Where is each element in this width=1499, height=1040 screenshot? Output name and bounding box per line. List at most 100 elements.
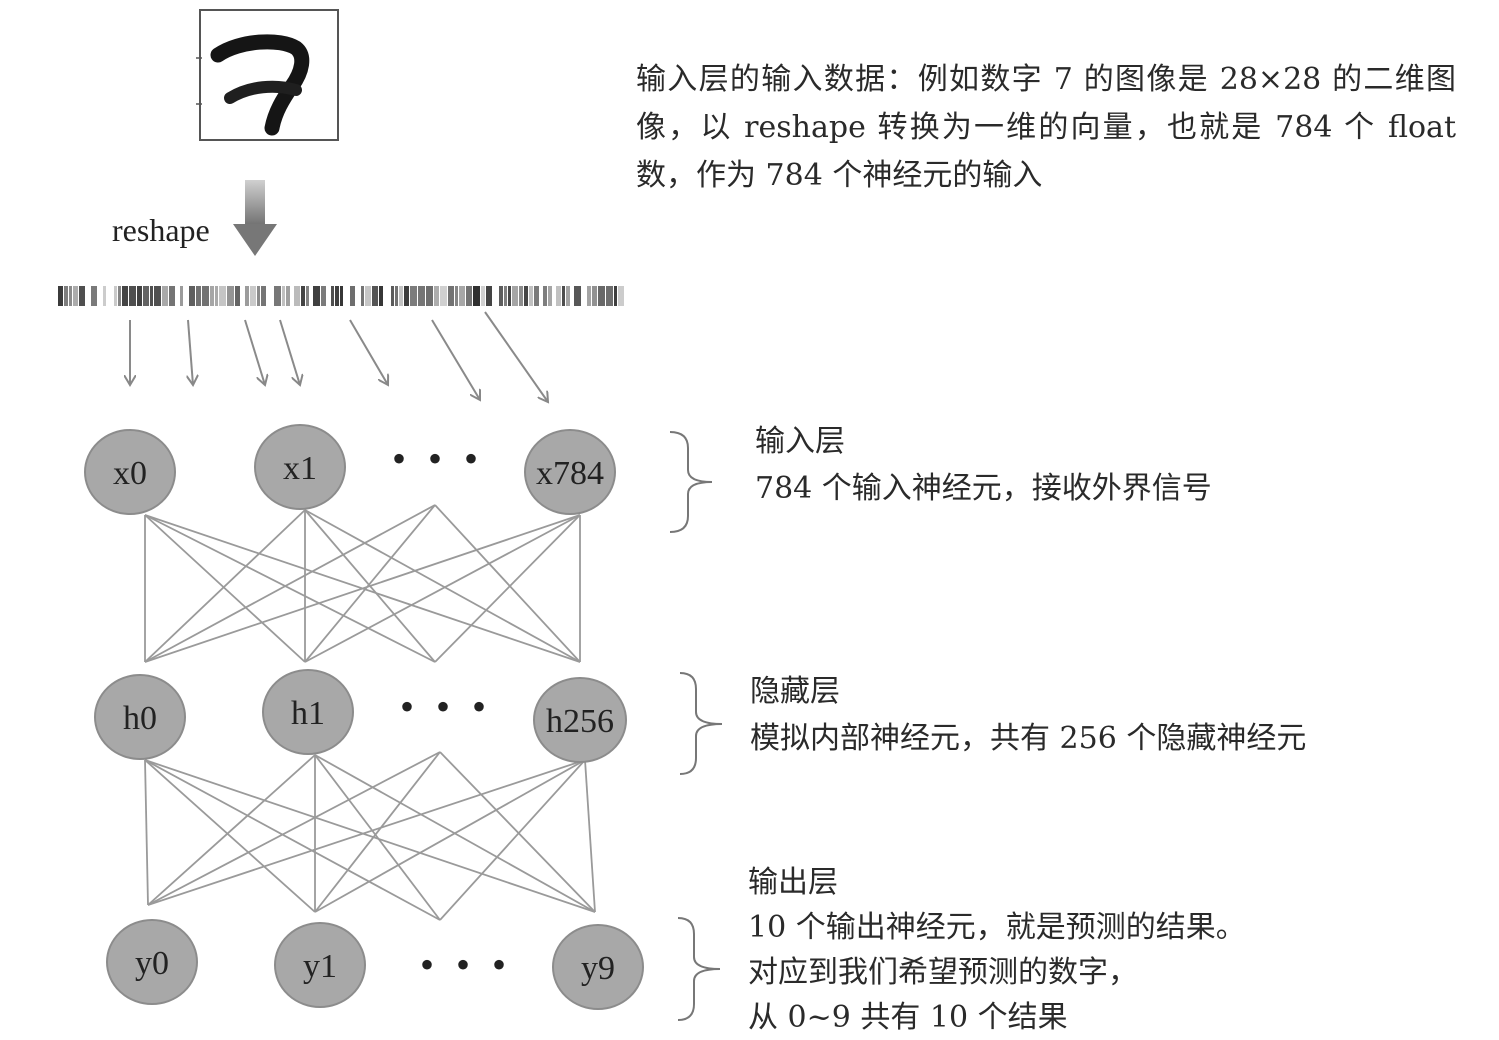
pixel-bar	[257, 286, 260, 306]
pixel-bar	[282, 286, 285, 306]
pixel-bar	[592, 286, 597, 306]
pixel-bar	[519, 286, 523, 306]
pixel-bar	[404, 286, 409, 306]
pixel-bar	[379, 286, 383, 306]
pixel-bar	[79, 286, 85, 306]
input-layer: x0 x1 • • • x784	[84, 424, 616, 515]
pixel-vector-strip	[58, 286, 624, 306]
node-y0: y0	[106, 919, 198, 1005]
pixel-bar	[286, 286, 290, 306]
hidden-layer-description: 隐藏层 模拟内部神经元，共有 256 个隐藏神经元	[750, 668, 1306, 762]
pixel-bar	[64, 286, 68, 306]
node-x784: x784	[524, 429, 616, 515]
pixel-bar	[313, 286, 320, 306]
pixel-bar	[399, 286, 403, 306]
input-ellipsis: • • •	[392, 436, 484, 481]
hidden-layer-text: 模拟内部神经元，共有 256 个隐藏神经元	[750, 721, 1307, 756]
pixel-bar	[69, 286, 72, 306]
pixel-bar	[448, 286, 454, 306]
node-label: y1	[303, 948, 337, 985]
pixel-bar	[154, 286, 161, 306]
pixel-bar	[227, 286, 234, 306]
pixel-bar	[122, 286, 128, 306]
hidden-output-connections	[144, 751, 596, 921]
digit-7-image	[196, 9, 339, 141]
pixel-bar	[335, 286, 339, 306]
pixel-bar	[245, 286, 249, 306]
input-layer-title: 输入层	[755, 424, 845, 459]
pixel-bar	[261, 286, 266, 306]
pixel-bar	[508, 286, 511, 306]
node-h0: h0	[94, 674, 186, 760]
pixel-bar	[169, 286, 175, 306]
pixel-bar	[598, 286, 605, 306]
pixel-bar	[473, 286, 480, 306]
pixel-bar	[529, 286, 533, 306]
output-layer-line: 从 0~9 共有 10 个结果	[748, 1000, 1068, 1035]
pixel-bar	[321, 286, 326, 306]
pixel-bar	[331, 286, 334, 306]
pixel-bar	[434, 286, 439, 306]
output-layer-title: 输出层	[748, 865, 838, 900]
node-h1: h1	[262, 669, 354, 755]
pixel-bar	[118, 286, 121, 306]
pixel-bar	[614, 286, 617, 306]
hidden-layer-title: 隐藏层	[750, 674, 840, 709]
pixel-bar	[103, 286, 106, 306]
pixel-bar	[294, 286, 300, 306]
pixel-bar	[114, 286, 117, 306]
pixel-bar	[566, 286, 570, 306]
pixel-bar	[162, 286, 168, 306]
pixel-bar	[306, 286, 309, 306]
hidden-layer: h0 h1 • • • h256	[94, 669, 627, 763]
pixel-bar	[440, 286, 447, 306]
pixel-bar	[459, 286, 465, 306]
pixel-bar	[301, 286, 305, 306]
node-y1: y1	[274, 922, 366, 1008]
pixel-bar	[372, 286, 378, 306]
hidden-bracket	[679, 672, 723, 775]
pixel-bar	[466, 286, 472, 306]
pixel-bar	[143, 286, 149, 306]
input-data-description: 输入层的输入数据：例如数字 7 的图像是 28×28 的二维图像，以 resha…	[636, 62, 1456, 193]
pixel-bar	[455, 286, 458, 306]
pixel-bar	[556, 286, 561, 306]
output-layer-line: 对应到我们希望预测的数字，	[748, 955, 1138, 990]
pixel-bar	[215, 286, 218, 306]
pixel-bar	[562, 286, 565, 306]
node-label: y9	[581, 950, 615, 987]
pixel-bar	[274, 286, 281, 306]
node-y9: y9	[552, 924, 644, 1010]
output-layer: y0 y1 • • • y9	[106, 919, 644, 1010]
pixel-bar	[574, 286, 581, 306]
pixel-bar	[587, 286, 591, 306]
pixel-bar	[235, 286, 240, 306]
output-ellipsis: • • •	[420, 942, 512, 987]
pixel-bar	[73, 286, 78, 306]
input-hidden-connections	[144, 504, 581, 663]
reshape-label: reshape	[112, 212, 210, 248]
node-label: h1	[291, 695, 325, 732]
node-label: h256	[546, 703, 614, 740]
node-label: x1	[283, 450, 317, 487]
node-label: y0	[135, 945, 169, 982]
pixel-bar	[180, 286, 183, 306]
output-layer-description: 输出层 10 个输出神经元，就是预测的结果。 对应到我们希望预测的数字， 从 0…	[748, 860, 1246, 1040]
pixel-bar	[618, 286, 624, 306]
node-x0: x0	[84, 429, 176, 515]
pixel-bar	[129, 286, 136, 306]
pixel-bar	[340, 286, 343, 306]
pixel-bar	[410, 286, 417, 306]
output-bracket	[677, 917, 721, 1021]
pixel-bar	[137, 286, 142, 306]
down-arrow-icon	[233, 180, 277, 256]
input-arrows	[130, 311, 548, 402]
node-h256: h256	[533, 677, 627, 763]
pixel-bar	[365, 286, 371, 306]
pixel-bar	[418, 286, 425, 306]
pixel-bar	[481, 286, 485, 306]
node-x1: x1	[254, 424, 346, 510]
input-layer-description: 输入层 784 个输入神经元，接收外界信号	[755, 418, 1212, 512]
pixel-bar	[499, 286, 503, 306]
